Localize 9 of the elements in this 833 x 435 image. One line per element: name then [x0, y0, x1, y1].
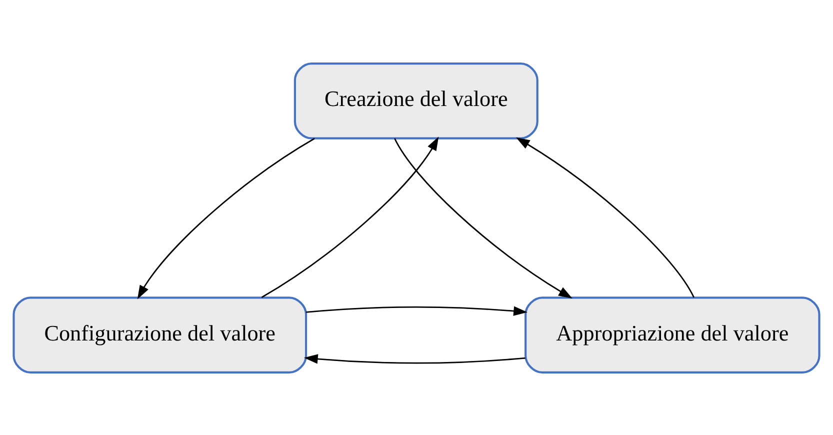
- arrow: [137, 137, 315, 299]
- arrow: [394, 138, 572, 298]
- node-box: Creazione del valore: [294, 62, 538, 139]
- arrow: [306, 306, 528, 316]
- arrow: [516, 136, 694, 298]
- arrow: [261, 136, 439, 298]
- node-box: Configurazione del valore: [12, 296, 308, 373]
- arrow: [304, 354, 526, 364]
- node-box: Appropriazione del valore: [524, 296, 820, 373]
